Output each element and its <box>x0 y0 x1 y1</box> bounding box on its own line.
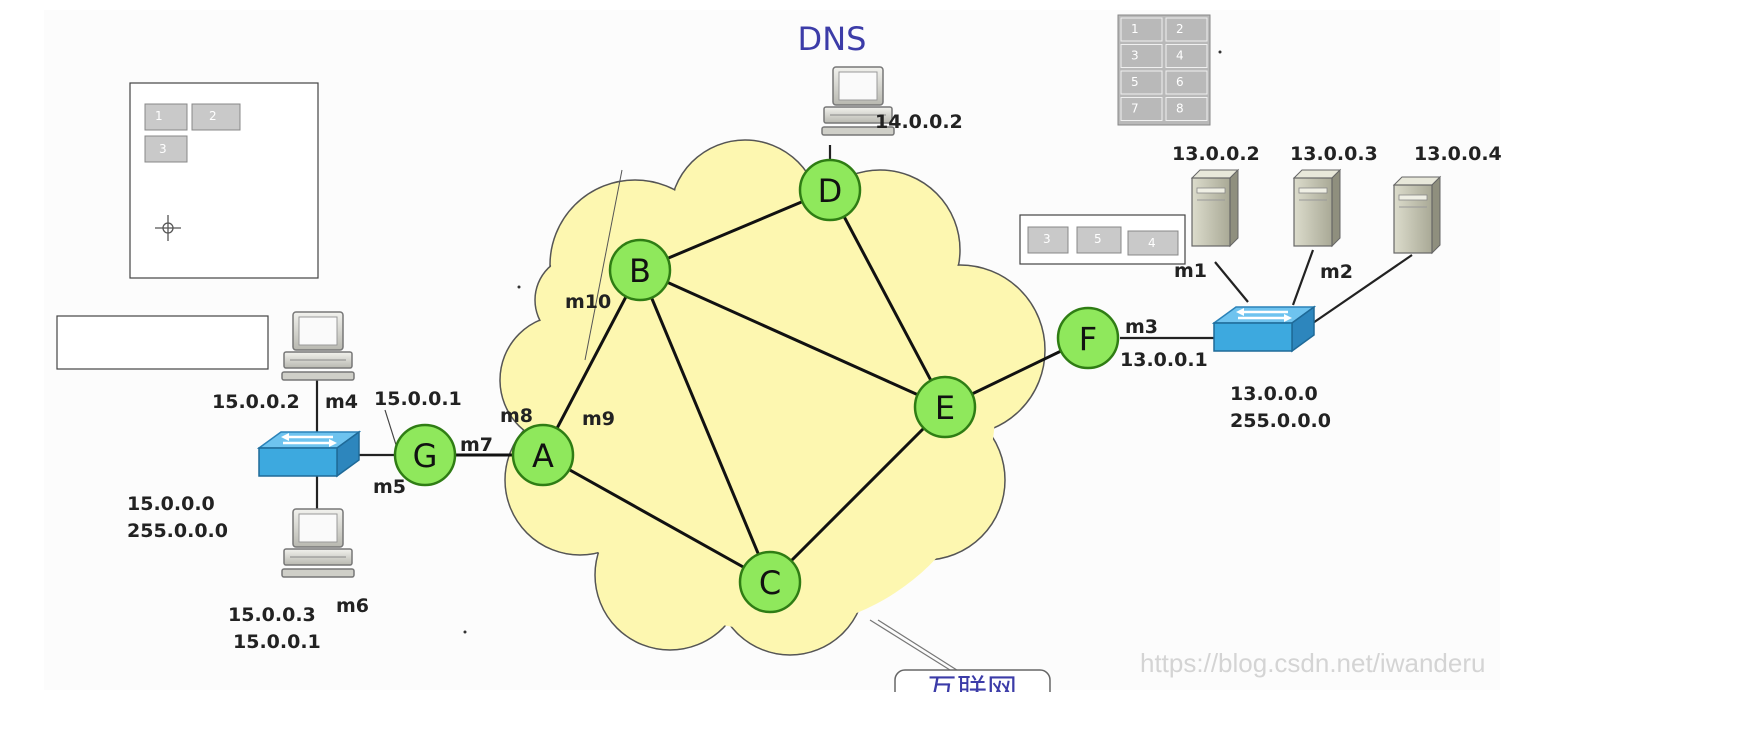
router-a: A <box>511 423 575 487</box>
grid-slot-5-label: 5 <box>1131 75 1139 89</box>
mac-m2-label: m2 <box>1320 261 1353 283</box>
server-ip-13-0-0-3: 13.0.0.3 <box>1290 143 1378 165</box>
mid-slot-3: 4 <box>1148 236 1156 250</box>
server-13-0-0-2-icon <box>1191 169 1239 247</box>
network-13-label: 13.0.0.0 <box>1230 383 1318 405</box>
router-d: D <box>798 158 862 222</box>
link-b-c <box>638 269 772 583</box>
host-ip-15-0-0-2: 15.0.0.2 <box>212 391 300 413</box>
router-c-label: C <box>759 564 781 602</box>
watermark-text: https://blog.csdn.net/iwanderu <box>1140 648 1485 678</box>
tl-slot-3: 3 <box>159 142 167 156</box>
dns-ip-label: 14.0.0.2 <box>875 111 963 133</box>
link-b-d <box>639 188 831 272</box>
switch-15-icon <box>257 430 361 478</box>
grid-slot-2-label: 2 <box>1176 22 1184 36</box>
grid-slot-4-label: 4 <box>1176 49 1184 63</box>
router-g-ip-label: 15.0.0.1 <box>374 388 462 410</box>
mac-m5-label: m5 <box>373 476 406 498</box>
empty-text-box <box>56 315 269 370</box>
address-labels: 14.0.0.2 13.0.0.2 13.0.0.3 13.0.0.4 m1 m… <box>127 111 1502 653</box>
network-15-label: 15.0.0.0 <box>127 493 215 515</box>
grid-slot-7-label: 7 <box>1131 102 1139 116</box>
router-e: E <box>913 375 977 439</box>
mac-m8-label: m8 <box>500 405 533 427</box>
server-ip-13-0-0-4: 13.0.0.4 <box>1414 143 1502 165</box>
router-f-ip-label: 13.0.0.1 <box>1120 349 1208 371</box>
annotation-line <box>584 169 623 361</box>
router-c: C <box>738 550 802 614</box>
top-left-panel: 1 2 3 <box>129 82 319 279</box>
grid-slot-8 <box>1165 97 1208 121</box>
link-d-e <box>828 189 947 408</box>
mask-15-label: 255.0.0.0 <box>127 520 228 542</box>
host-gateway-15-0-0-1: 15.0.0.1 <box>233 631 321 653</box>
dns-title: DNS <box>798 20 867 58</box>
middle-panel: 3 5 4 <box>1019 214 1186 265</box>
grid-slot-1-label: 1 <box>1131 22 1139 36</box>
server-13-0-0-4-icon <box>1393 176 1441 254</box>
tl-slot-1: 1 <box>155 109 163 123</box>
router-f-label: F <box>1079 320 1097 358</box>
server-ip-13-0-0-2: 13.0.0.2 <box>1172 143 1260 165</box>
grid-slot-3-label: 3 <box>1131 49 1139 63</box>
link-b-e <box>639 268 946 409</box>
router-d-label: D <box>818 172 843 210</box>
link-a-b <box>541 269 642 456</box>
grid-slot-6-label: 6 <box>1176 75 1184 89</box>
mac-m3-label: m3 <box>1125 316 1158 338</box>
grid-slot-2 <box>1165 17 1208 42</box>
mac-m7-label: m7 <box>460 434 493 456</box>
router-f: F <box>1056 306 1120 370</box>
mac-m9-label: m9 <box>582 408 615 430</box>
link-c-e <box>768 405 947 584</box>
router-g: G <box>393 423 457 487</box>
link-a-c <box>542 453 771 584</box>
mac-m10-label: m10 <box>565 291 611 313</box>
grid-slot-8-label: 8 <box>1176 102 1184 116</box>
grid-slot-3 <box>1120 44 1163 68</box>
mac-m4-label: m4 <box>325 391 358 413</box>
routers: G A B C D E F <box>393 158 1120 614</box>
grid-slot-5 <box>1120 70 1163 95</box>
mac-m1-label: m1 <box>1174 260 1207 282</box>
mid-slot-2: 5 <box>1094 232 1102 246</box>
tl-slot-2: 2 <box>209 109 217 123</box>
switch-13-icon <box>1212 305 1316 353</box>
grid-slot-7 <box>1120 97 1163 121</box>
mask-13-label: 255.0.0.0 <box>1230 410 1331 432</box>
router-b-label: B <box>629 252 651 290</box>
top-right-grid: 1 2 3 4 5 6 7 8 <box>1117 14 1211 126</box>
server-13-0-0-3-icon <box>1293 169 1341 247</box>
grid-slot-6 <box>1165 70 1208 95</box>
crosshair-icon <box>155 215 181 241</box>
router-b: B <box>608 238 672 302</box>
router-g-label: G <box>413 437 438 475</box>
grid-slot-1 <box>1120 17 1163 42</box>
grid-slot-4 <box>1165 44 1208 68</box>
router-e-label: E <box>935 389 955 427</box>
mid-slot-1: 3 <box>1043 232 1051 246</box>
router-a-label: A <box>532 437 554 475</box>
host-ip-15-0-0-3: 15.0.0.3 <box>228 604 316 626</box>
mac-m6-label: m6 <box>336 595 369 617</box>
